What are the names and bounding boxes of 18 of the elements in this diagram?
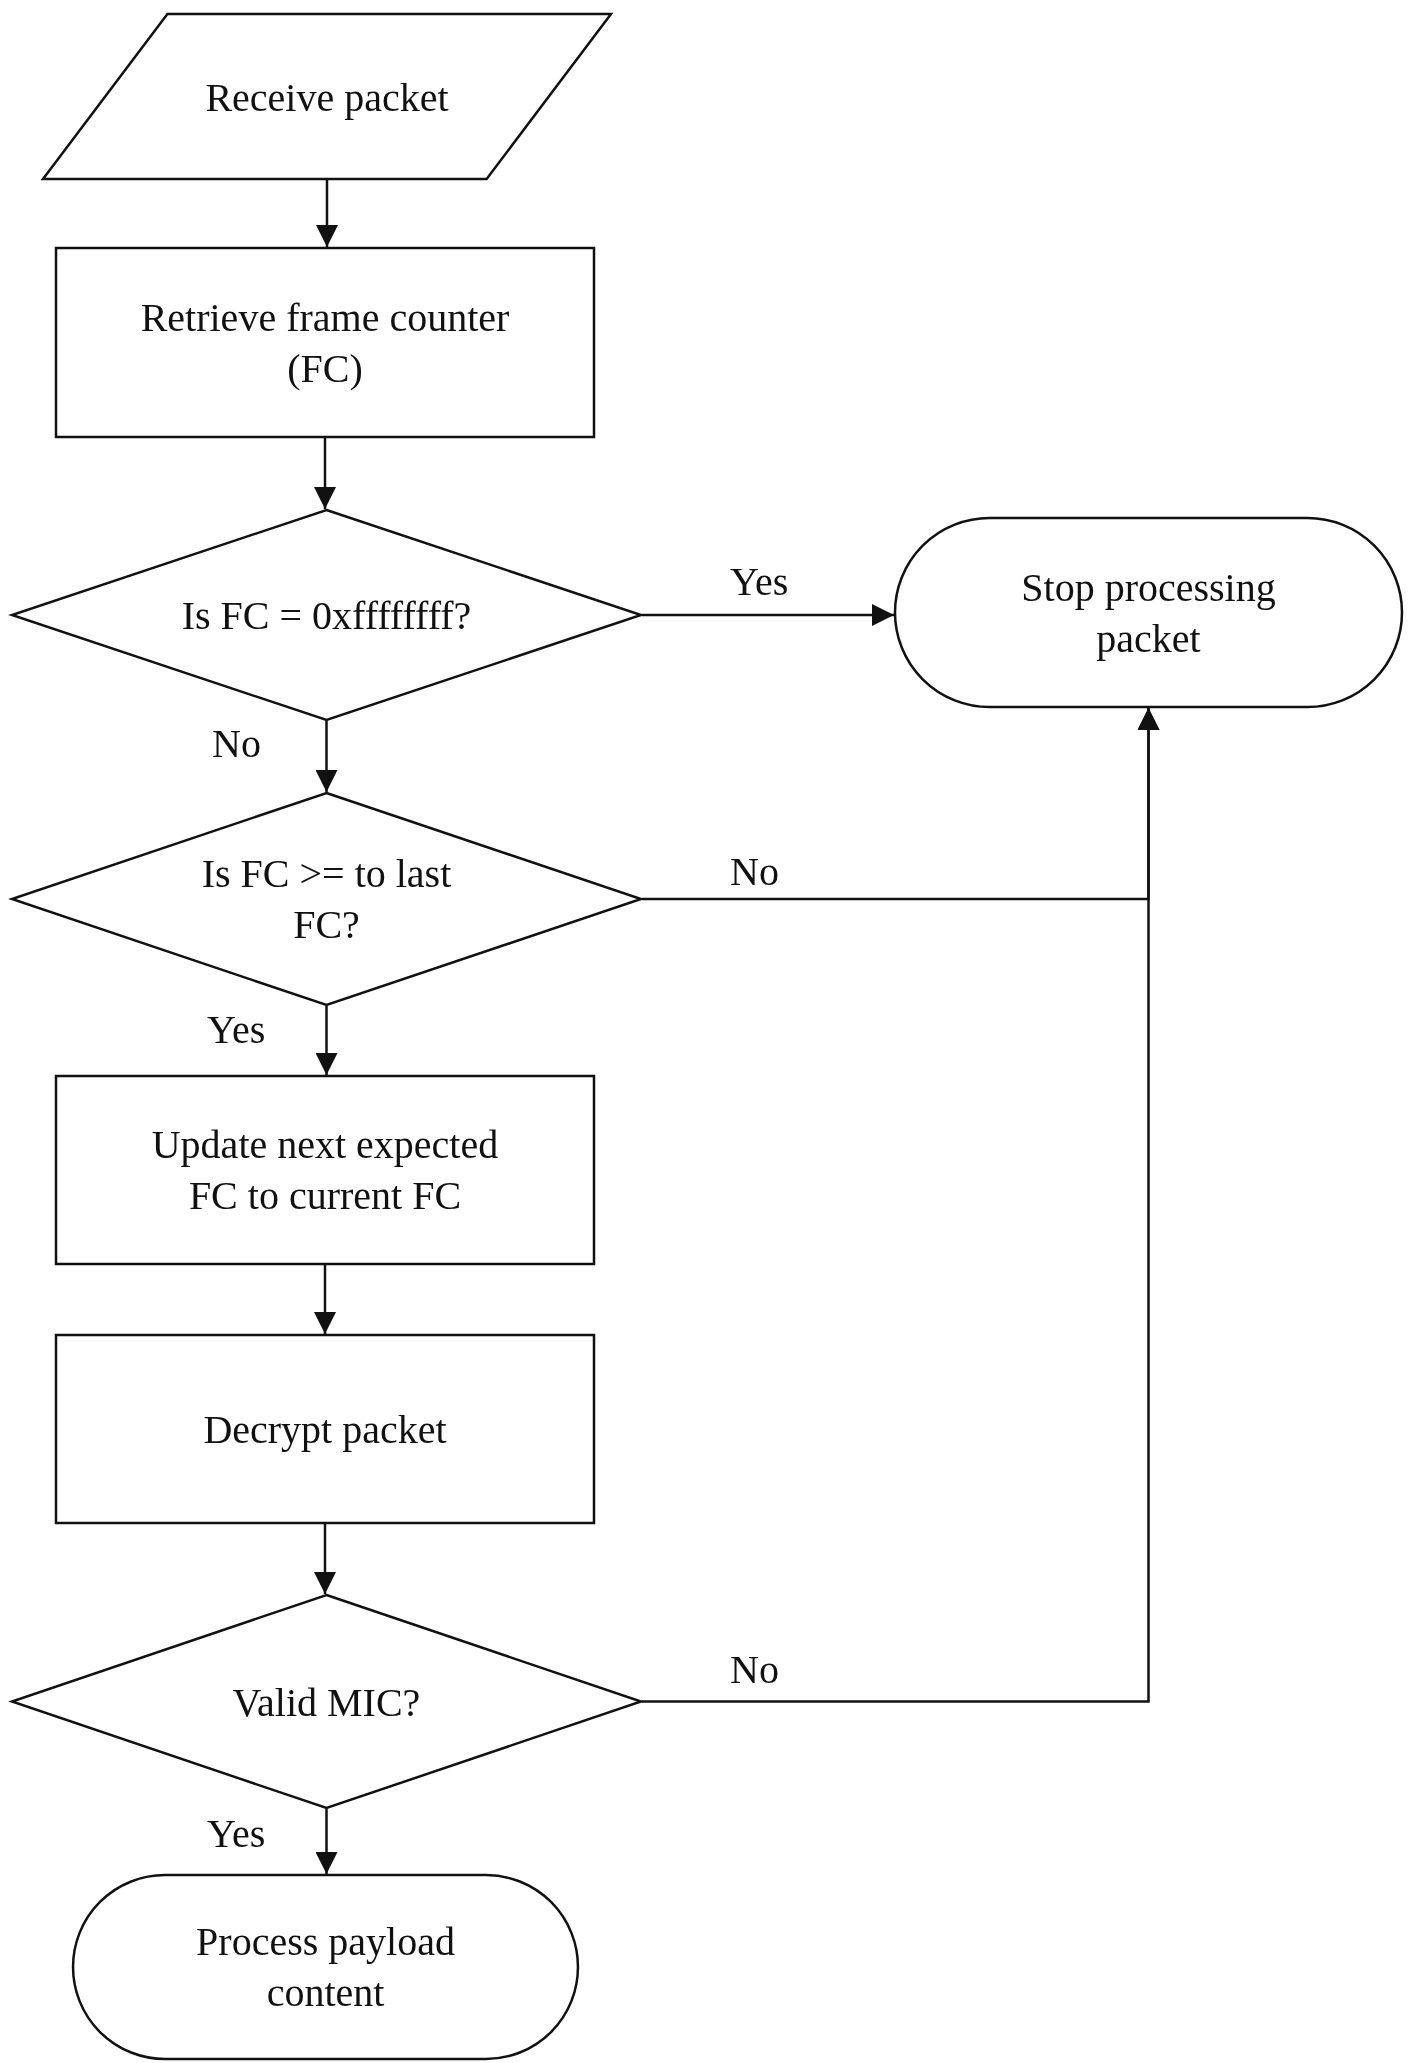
node-label: Valid MIC?: [231, 1678, 422, 1726]
node-label: Receive packet: [204, 73, 450, 122]
node-label: Decrypt packet: [202, 1405, 448, 1454]
node-label: Is FC = 0xffffffff?: [180, 591, 473, 640]
arrow: [315, 721, 338, 792]
node-label: Retrieve frame counter (FC): [139, 293, 511, 393]
arrow: [642, 708, 1160, 1703]
arrow: [316, 180, 338, 247]
arrow: [314, 438, 336, 509]
arrow: [315, 1809, 338, 1874]
node-label: Stop processing packet: [1020, 563, 1277, 663]
node-label: Update next expected FC to current FC: [150, 1121, 500, 1220]
node-label: Is FC >= to last FC?: [200, 850, 453, 949]
arrow: [642, 604, 894, 626]
arrow: [314, 1265, 336, 1334]
node-label: Process payload content: [195, 1918, 456, 2017]
arrow: [315, 1006, 338, 1075]
arrow: [314, 1524, 336, 1594]
